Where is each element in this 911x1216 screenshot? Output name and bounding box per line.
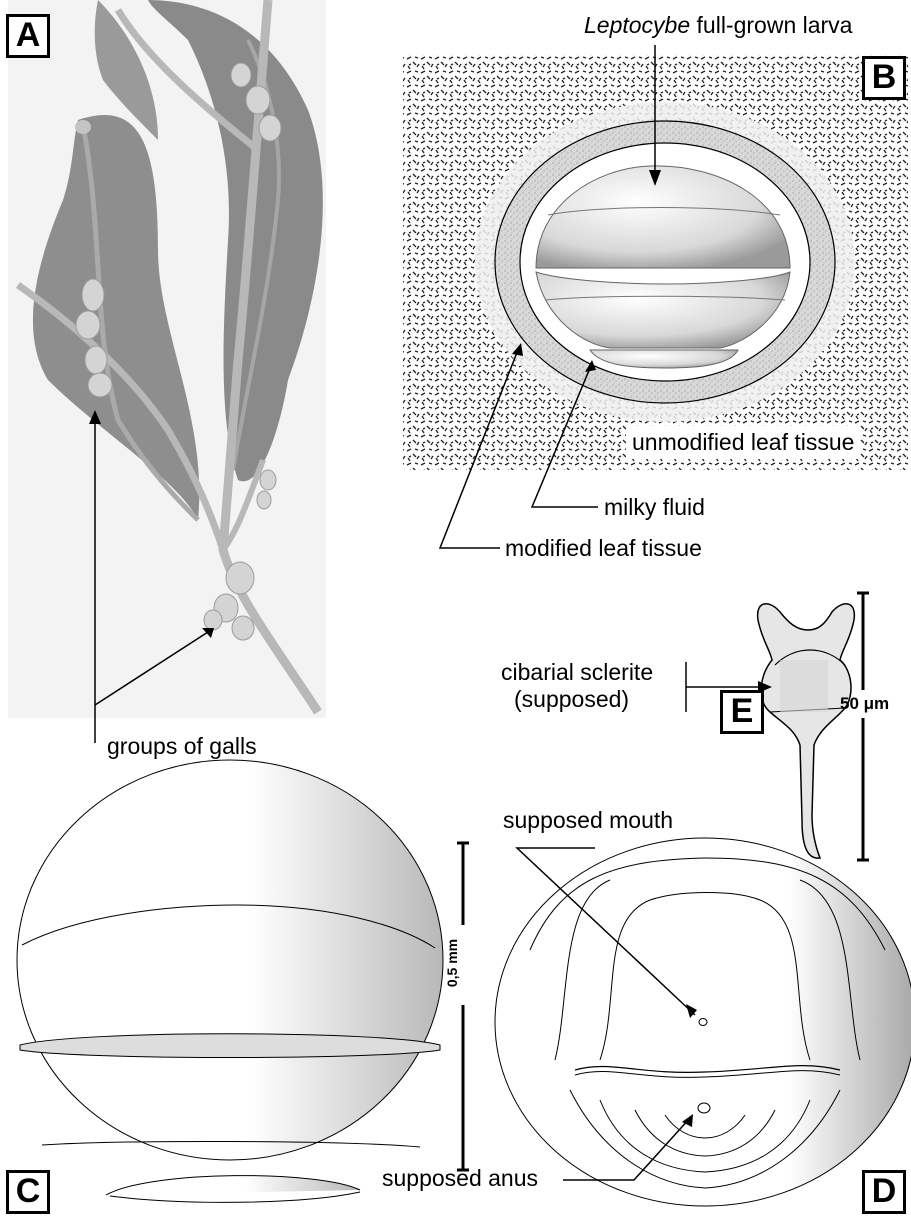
groups-of-galls-label: groups of galls — [107, 733, 257, 760]
mouth-mark — [699, 1019, 707, 1026]
larva-ventral-view — [495, 838, 911, 1206]
supposed-mouth-label: supposed mouth — [503, 807, 673, 834]
supposed-anus-label: supposed anus — [382, 1165, 538, 1192]
scale-05mm-label: 0,5 mm — [444, 939, 460, 987]
unmodified-tissue-label: unmodified leaf tissue — [626, 426, 860, 459]
panel-label-b: B — [862, 56, 906, 100]
panel-label-a: A — [6, 14, 50, 58]
scale-50um-label: 50 μm — [840, 694, 889, 714]
panel-label-c: C — [6, 1170, 50, 1214]
cibarial-supposed-label: (supposed) — [514, 686, 629, 713]
modified-tissue-label: modified leaf tissue — [505, 535, 702, 562]
cibarial-sclerite — [758, 604, 855, 858]
larva-title: Leptocybe full-grown larva — [584, 12, 852, 39]
larva-lateral-view — [17, 760, 443, 1202]
panel-label-d: D — [862, 1170, 906, 1214]
panel-label-e: E — [720, 690, 764, 734]
larva-title-rest: full-grown larva — [690, 12, 852, 38]
genus-name: Leptocybe — [584, 12, 690, 38]
anus-mark — [698, 1103, 710, 1113]
milky-fluid-label: milky fluid — [604, 494, 705, 521]
cibarial-sclerite-label: cibarial sclerite — [501, 659, 653, 686]
